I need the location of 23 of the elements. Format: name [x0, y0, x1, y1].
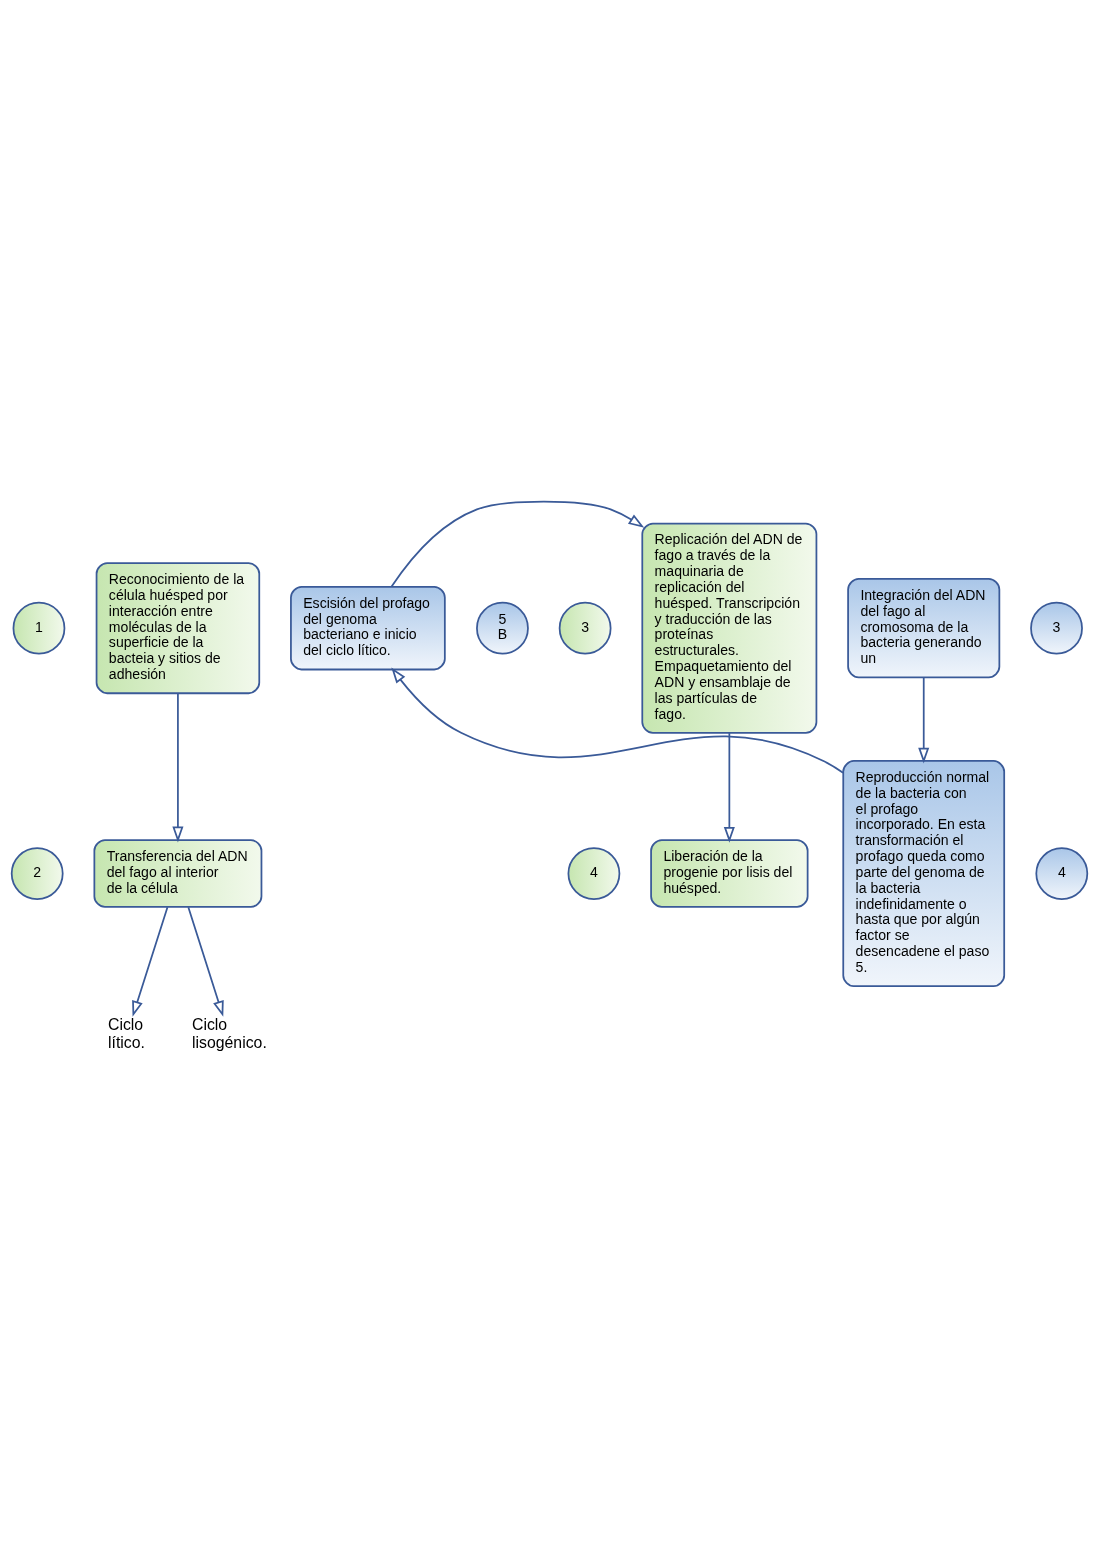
node-circle: 4	[1035, 847, 1089, 900]
node-circle: 2	[10, 847, 64, 900]
arrow	[187, 906, 224, 1017]
node-box: Replicación del ADN de fago a través de la maquinaria de replicación del huésped. Transcripción y traducción de las proteínas estructurales. Empaquetamiento del ADN y ensamblaje de las partículas de fago.	[641, 522, 818, 734]
node-text: Ciclo lítico.	[107, 1016, 145, 1052]
arrow	[390, 500, 645, 588]
arrow	[918, 676, 930, 764]
node-circle: 3	[1030, 601, 1083, 655]
node-box: Escisión del profago del genoma bacteriano e inicio del ciclo lítico.	[290, 585, 446, 671]
node-box: Reproducción normal de la bacteria con el profago incorporado. En esta transformación el profago queda como parte del genoma de la bacteria indefinidamente o hasta que por algún factor se desencadene el paso 5.	[842, 760, 1006, 987]
node-box: Transferencia del ADN del fago al interior de la célula	[93, 839, 263, 908]
node-circle: 5 B	[476, 601, 529, 655]
node-circle: 3	[558, 601, 612, 655]
node-box: Liberación de la progenie por lisis del huésped.	[650, 839, 809, 908]
node-circle: 4	[567, 847, 621, 900]
node-box: Reconocimiento de la célula huésped por interacción entre moléculas de la superficie de la bacteia y sitios de adhesión	[95, 562, 261, 695]
arrow	[132, 906, 169, 1017]
node-text: Ciclo lisogénico.	[191, 1016, 267, 1052]
arrow	[172, 692, 184, 843]
node-box: Integración del ADN del fago al cromosoma de la bacteria generando un	[847, 578, 1001, 679]
node-circle: 1	[12, 601, 66, 655]
arrow	[723, 732, 735, 843]
arrow	[391, 667, 844, 774]
